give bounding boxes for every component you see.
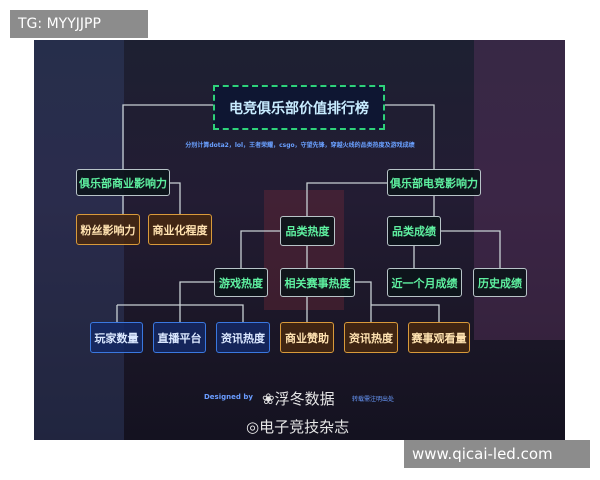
node-streaming-platform: 直播平台 bbox=[153, 322, 206, 353]
node-club-commercial-influence: 俱乐部商业影响力 bbox=[76, 169, 170, 196]
watermark-top: TG: MYYJJPP bbox=[10, 10, 148, 38]
node-event-heat: 相关赛事热度 bbox=[280, 268, 355, 297]
brand-logo: ❀浮冬数据 bbox=[262, 388, 335, 409]
weibo-credit: ◎电子竞技杂志 bbox=[246, 416, 349, 437]
node-category-heat: 品类热度 bbox=[280, 216, 335, 246]
node-commercialization: 商业化程度 bbox=[148, 214, 212, 245]
node-sponsorship: 商业赞助 bbox=[280, 322, 334, 353]
node-club-esports-influence: 俱乐部电竞影响力 bbox=[387, 169, 481, 196]
node-history-results: 历史成绩 bbox=[473, 268, 527, 297]
weibo-name: 电子竞技杂志 bbox=[259, 418, 350, 436]
diagram-title: 电竞俱乐部价值排行榜 bbox=[213, 85, 385, 130]
weibo-icon: ◎ bbox=[246, 418, 260, 436]
brand-name: 浮冬数据 bbox=[274, 390, 335, 408]
node-game-heat: 游戏热度 bbox=[214, 268, 268, 297]
node-player-count: 玩家数量 bbox=[90, 322, 143, 353]
node-fan-influence: 粉丝影响力 bbox=[76, 214, 140, 245]
diagram-subtitle: 分别计算dota2，lol，王者荣耀，csgo，守望先锋，穿越火线的品类热度及游… bbox=[185, 142, 415, 149]
repost-note: 转载需注明出处 bbox=[352, 396, 395, 403]
node-recent-month-results: 近一个月成绩 bbox=[387, 268, 462, 297]
watermark-bottom: www.qicai-led.com bbox=[404, 440, 590, 468]
flower-icon: ❀ bbox=[262, 390, 275, 408]
node-event-news-heat: 资讯热度 bbox=[344, 322, 398, 353]
node-event-viewership: 赛事观看量 bbox=[408, 322, 470, 353]
designed-by-label: Designed by bbox=[204, 393, 253, 401]
node-category-results: 品类成绩 bbox=[387, 216, 441, 246]
node-news-heat: 资讯热度 bbox=[216, 322, 270, 353]
